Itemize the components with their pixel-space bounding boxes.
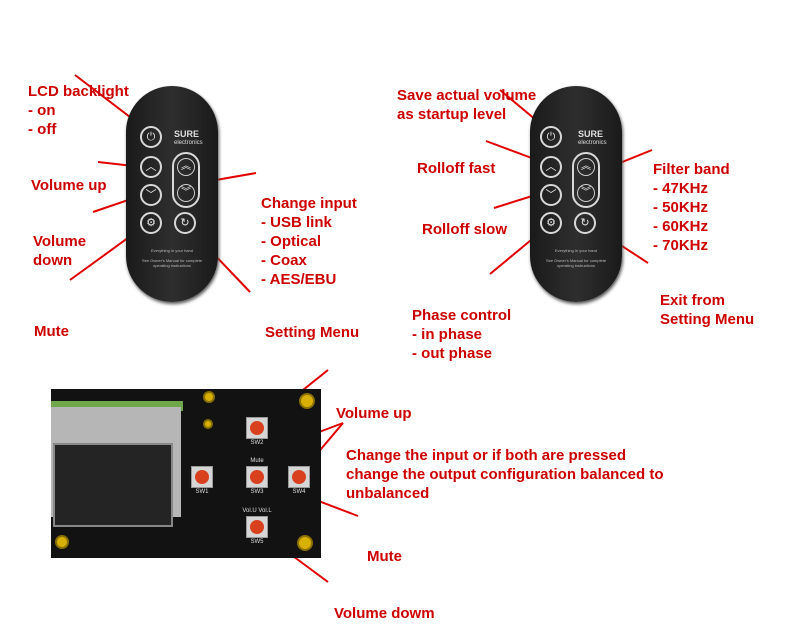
power-icon[interactable]: ⏻ bbox=[140, 126, 162, 148]
remote-manual-note: See Owner's Manual for complete operatin… bbox=[545, 258, 607, 268]
cycle-icon[interactable]: ↻ bbox=[174, 212, 196, 234]
switch-label: SW2 bbox=[250, 440, 264, 446]
switch-label: SW1 bbox=[195, 489, 209, 495]
switch-sw3[interactable] bbox=[246, 466, 268, 488]
chevron-down-icon[interactable]: ﹀ bbox=[540, 184, 562, 206]
remote-manual-note: See Owner's Manual for complete operatin… bbox=[141, 258, 203, 268]
label-volume-up: Volume up bbox=[31, 177, 107, 194]
switch-sw4[interactable] bbox=[288, 466, 310, 488]
double-chevron-up-icon: ︽ bbox=[577, 158, 595, 176]
cycle-icon[interactable]: ↻ bbox=[574, 212, 596, 234]
switch-sw5[interactable] bbox=[246, 516, 268, 538]
display-pcb bbox=[51, 401, 183, 411]
input-rocker[interactable]: ︽ ︾ bbox=[172, 152, 200, 208]
double-chevron-up-icon: ︽ bbox=[177, 158, 195, 176]
label-board-mute: Mute bbox=[367, 548, 402, 565]
switch-sw2[interactable] bbox=[246, 417, 268, 439]
mounting-pad bbox=[203, 419, 213, 429]
label-filter-band: Filter band- 47KHz- 50KHz- 60KHz- 70KHz bbox=[653, 161, 730, 254]
remote-tagline: Everything in your hand bbox=[150, 248, 194, 253]
switch-sw1[interactable] bbox=[191, 466, 213, 488]
switch-label: SW3 bbox=[250, 489, 264, 495]
double-chevron-down-icon: ︾ bbox=[177, 184, 195, 202]
label-mute: Mute bbox=[34, 323, 69, 340]
switch-label: Vol.U Vol.L bbox=[242, 508, 272, 514]
label-rolloff-slow: Rolloff slow bbox=[422, 221, 507, 238]
gear-icon[interactable]: ⚙ bbox=[540, 212, 562, 234]
control-board: SW2 Mute SW1 SW3 SW4 Vol.U Vol.L SW5 bbox=[51, 389, 321, 558]
label-setting-menu: Setting Menu bbox=[265, 324, 360, 341]
label-lcd-backlight: LCD backlight- on- off bbox=[28, 83, 129, 138]
switch-label: SW4 bbox=[292, 489, 306, 495]
filter-rocker[interactable]: ︽ ︾ bbox=[572, 152, 600, 208]
mounting-pad bbox=[297, 535, 313, 551]
lcd-screen bbox=[53, 443, 173, 527]
label-board-volume-down: Volume dowm bbox=[334, 605, 435, 622]
mounting-pad bbox=[299, 393, 315, 409]
chevron-up-icon[interactable]: ︿ bbox=[140, 156, 162, 178]
mounting-pad bbox=[55, 535, 69, 549]
label-board-volume-up: Volume up bbox=[336, 405, 412, 422]
chevron-down-icon[interactable]: ﹀ bbox=[140, 184, 162, 206]
mounting-pad bbox=[203, 391, 215, 403]
double-chevron-down-icon: ︾ bbox=[577, 184, 595, 202]
chevron-up-icon[interactable]: ︿ bbox=[540, 156, 562, 178]
gear-icon[interactable]: ⚙ bbox=[140, 212, 162, 234]
lcd-frame bbox=[51, 407, 181, 527]
label-rolloff-fast: Rolloff fast bbox=[417, 160, 496, 177]
switch-label: Mute bbox=[250, 458, 264, 464]
power-icon[interactable]: ⏻ bbox=[540, 126, 562, 148]
switch-label: SW5 bbox=[250, 539, 264, 545]
label-change-input: Change input- USB link- Optical- Coax- A… bbox=[261, 195, 357, 288]
label-phase-control: Phase control- in phase- out phase bbox=[412, 307, 512, 362]
remote-tagline: Everything in your hand bbox=[554, 248, 598, 253]
